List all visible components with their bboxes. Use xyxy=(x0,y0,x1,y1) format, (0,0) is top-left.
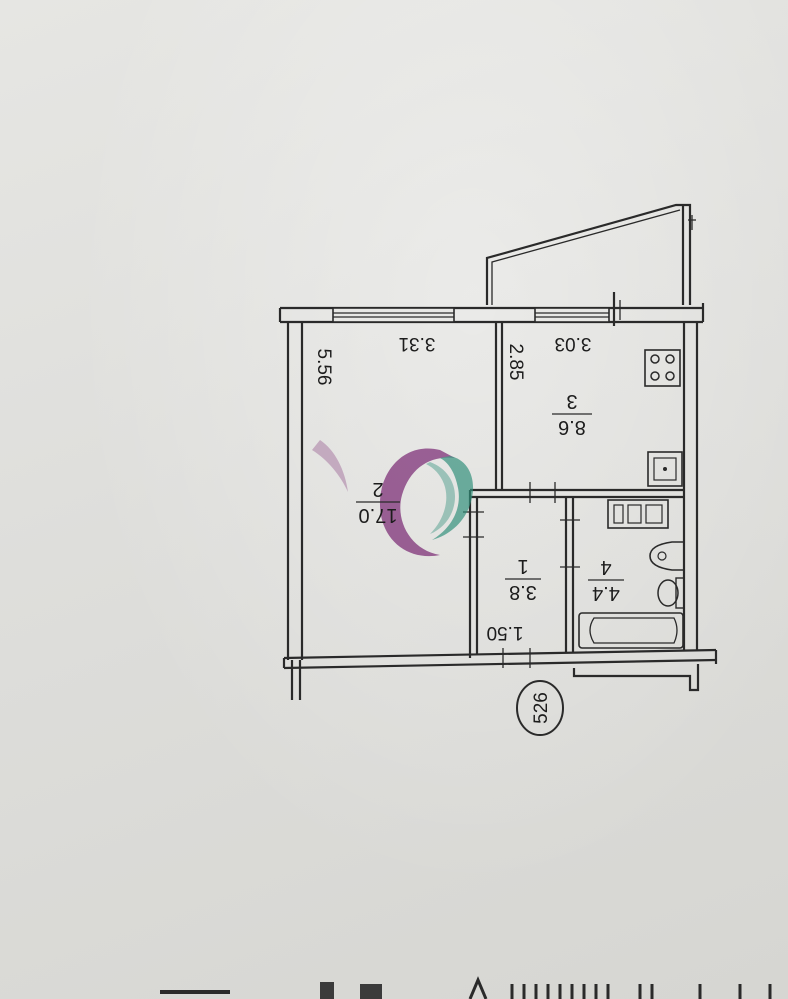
svg-text:4: 4 xyxy=(600,556,611,578)
kitchen-sink-icon xyxy=(647,451,683,487)
svg-text:2.85: 2.85 xyxy=(505,344,526,381)
room-4-label: 4.4 4 xyxy=(588,556,624,604)
balcony-door xyxy=(612,292,621,326)
dimension-room2-length: 5.56 xyxy=(313,349,334,386)
svg-text:5.56: 5.56 xyxy=(313,349,334,386)
svg-text:2: 2 xyxy=(372,478,383,500)
stove-icon xyxy=(644,349,681,387)
interior-walls xyxy=(463,322,684,668)
svg-text:1: 1 xyxy=(517,555,528,577)
svg-text:3: 3 xyxy=(566,390,577,412)
room-2-label: 17.0 2 xyxy=(356,478,400,526)
svg-text:4.4: 4.4 xyxy=(592,582,620,604)
cropped-text-fragment xyxy=(160,976,772,999)
window-kitchen xyxy=(534,307,610,323)
svg-text:526: 526 xyxy=(531,692,552,724)
svg-text:3.03: 3.03 xyxy=(555,333,592,354)
apartment-number-badge: 526 xyxy=(516,680,564,736)
dimension-room2-width: 3.31 xyxy=(399,333,436,354)
washing-machine-icon xyxy=(607,499,669,529)
room-1-label: 3.8 1 xyxy=(505,555,541,603)
svg-text:3.31: 3.31 xyxy=(399,333,436,354)
svg-text:3.8: 3.8 xyxy=(509,581,537,603)
dimension-kitchen-width: 3.03 xyxy=(555,333,592,354)
svg-text:1.50: 1.50 xyxy=(487,622,524,643)
dimension-hall-width: 1.50 xyxy=(487,622,524,643)
svg-text:17.0: 17.0 xyxy=(359,504,398,526)
watermark-logo xyxy=(312,440,474,557)
svg-text:8.6: 8.6 xyxy=(558,416,586,438)
bathroom-sink-icon xyxy=(649,541,685,571)
window-room2 xyxy=(332,307,455,323)
toilet-icon xyxy=(657,577,685,609)
dimension-kitchen-depth: 2.85 xyxy=(505,344,526,381)
balcony xyxy=(485,203,696,305)
bathtub-icon xyxy=(578,612,684,649)
room-3-label: 8.6 3 xyxy=(552,390,592,438)
